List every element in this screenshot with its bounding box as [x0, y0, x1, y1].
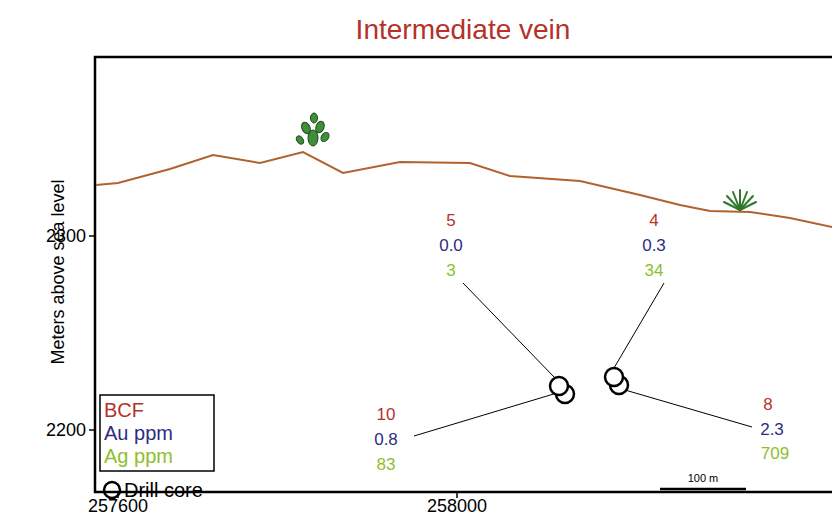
legend-text: Ag ppm	[104, 445, 173, 467]
tick-label: 2200	[46, 421, 86, 439]
plot-frame	[95, 57, 832, 492]
legend-text: Au ppm	[104, 422, 173, 444]
legend-entry: Drill core	[124, 480, 203, 500]
legend-text: Drill core	[124, 479, 203, 501]
terrain-profile	[96, 152, 832, 227]
drill-core-symbols	[550, 368, 628, 403]
tick-label: 258000	[427, 497, 487, 515]
agave-icon	[724, 190, 756, 210]
cactus-icon	[295, 113, 331, 146]
legend-color-mark: Ag ppm	[104, 445, 173, 467]
callout-value: 709	[761, 445, 789, 462]
callout-value: 0.8	[374, 431, 398, 448]
callout-value: 3	[446, 262, 455, 279]
axis-title: Meters above sea level	[49, 179, 67, 364]
scale-label: 100 m	[688, 473, 719, 484]
leader-lines	[414, 283, 752, 436]
legend-entry: Ag ppm	[104, 446, 173, 466]
tick-label: 2300	[46, 227, 86, 245]
legend-color-mark: Au ppm	[104, 422, 173, 444]
callout-value: 0.0	[439, 237, 463, 254]
callout-value: 8	[763, 396, 772, 413]
callout-value: 83	[377, 456, 396, 473]
legend-drill-core-symbol	[104, 482, 120, 498]
legend-entry: Au ppm	[104, 423, 173, 443]
legend-entry: BCF	[104, 400, 144, 420]
callout-value: 0.3	[642, 237, 666, 254]
legend-color-mark: BCF	[104, 399, 144, 421]
callout-value: 4	[649, 212, 658, 229]
callout-value: 5	[446, 212, 455, 229]
callout-value: 34	[645, 262, 664, 279]
callout-value: 10	[377, 406, 396, 423]
scale-bar	[660, 488, 746, 491]
axis-ticks	[89, 236, 457, 498]
legend-frame	[100, 395, 214, 471]
diagram-title: Intermediate vein	[356, 16, 571, 44]
callout-value: 2.3	[760, 421, 784, 438]
legend-text: BCF	[104, 399, 144, 421]
